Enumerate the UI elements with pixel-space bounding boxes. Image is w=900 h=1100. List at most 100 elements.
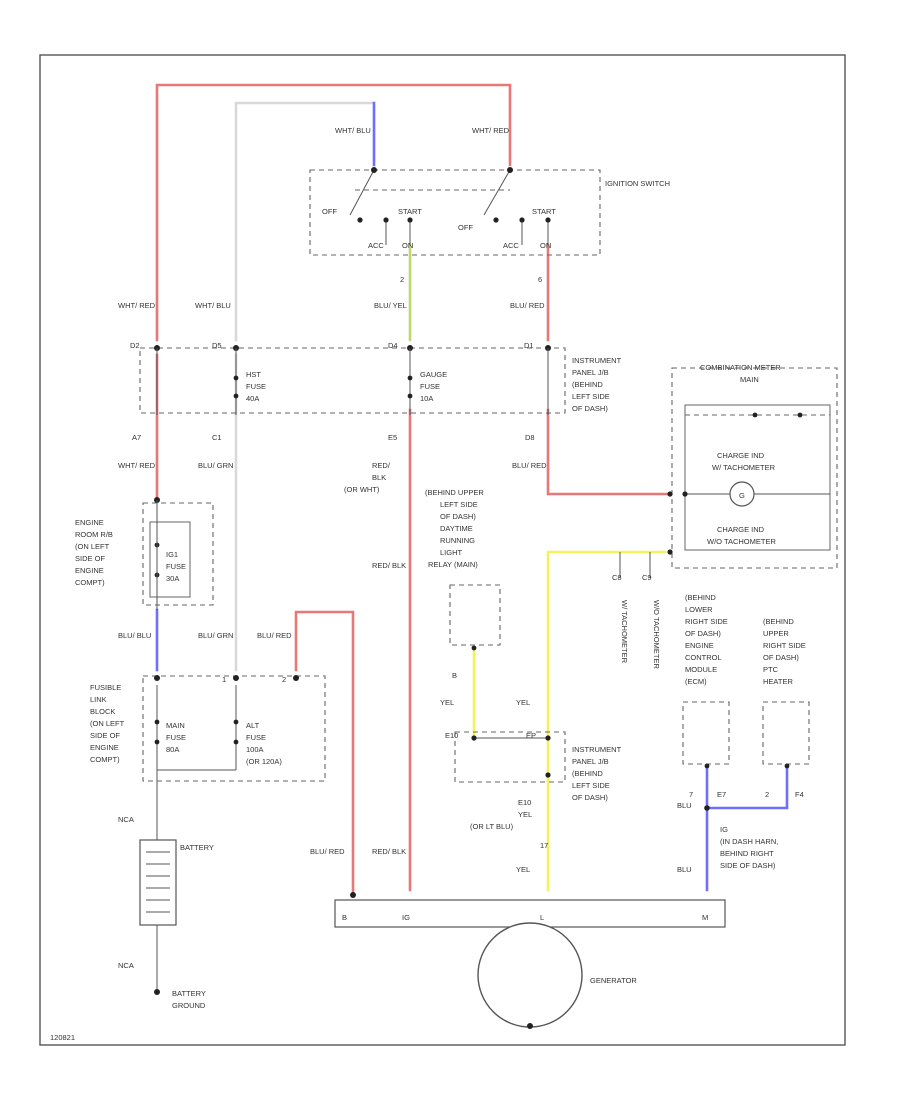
pin-l1: 1 (222, 675, 226, 684)
footer-code: 120821 (50, 1033, 75, 1042)
label-wht-red-2: WHT/ RED (118, 461, 156, 470)
ptc-box (762, 701, 810, 765)
pin-ep: EP (526, 731, 536, 740)
label-yel-lt-blu-2: (OR LT BLU) (470, 822, 514, 831)
ecm-box (682, 701, 730, 765)
ptc-line2: UPPER (763, 629, 789, 638)
pin-c8: C8 (612, 573, 622, 582)
ecm-line4: OF DASH) (685, 629, 721, 638)
switch-on-2: ON (540, 241, 551, 250)
pin-17: 17 (540, 841, 548, 850)
label-blu-yel: BLU/ YEL (374, 301, 407, 310)
battery: NCA BATTERY NCA BATTERY GROUND (118, 815, 214, 1010)
drl-line4: DAYTIME (440, 524, 473, 533)
label-blu-grn: BLU/ GRN (198, 461, 233, 470)
switch-start-2: START (532, 207, 556, 216)
erb-line6: COMPT) (75, 578, 105, 587)
switch-on-1: ON (402, 241, 413, 250)
ignition-switch: WHT/ BLU WHT/ RED IGNITION SWITCH OFF ST… (309, 126, 670, 284)
ecm-line5: ENGINE (685, 641, 714, 650)
ig-fuse-1: IG1 (166, 550, 178, 559)
ig-fuse-2: FUSE (166, 562, 186, 571)
label-blu-2: BLU (677, 865, 692, 874)
flb-line5: SIDE OF (90, 731, 120, 740)
drl-line5: RUNNING (440, 536, 475, 545)
ignition-switch-label: IGNITION SWITCH (605, 179, 670, 188)
ig-fuse-3: 30A (166, 574, 179, 583)
ecm-and-ptc: (BEHIND LOWER RIGHT SIDE OF DASH) ENGINE… (677, 593, 810, 874)
ptc-line5: PTC (763, 665, 779, 674)
label-blu-blu: BLU/ BLU (118, 631, 151, 640)
label-red-blk-mid: RED/ BLK (372, 561, 406, 570)
erb-line1: ENGINE (75, 518, 104, 527)
pin-7: 7 (689, 790, 693, 799)
ecm-line7: MODULE (685, 665, 717, 674)
flb-line3: BLOCK (90, 707, 115, 716)
label-yel-3: YEL (516, 865, 530, 874)
erb-line5: ENGINE (75, 566, 104, 575)
ignition-switch-box (309, 169, 601, 256)
erb-line4: SIDE OF (75, 554, 105, 563)
top-junction-row: WHT/ RED WHT/ BLU BLU/ YEL BLU/ RED D2 D… (118, 301, 622, 415)
conn-d2: D2 (130, 341, 140, 350)
ecm-line6: CONTROL (685, 653, 722, 662)
fusible-link-block: BLU/ BLU BLU/ GRN BLU/ RED 1 2 MAIN FUSE… (90, 631, 326, 782)
diagram-frame (39, 54, 846, 1046)
drl-relay-box (449, 584, 501, 646)
conn-d5: D5 (212, 341, 222, 350)
pin-e10: E10 (445, 731, 458, 740)
erb-line3: (ON LEFT (75, 542, 110, 551)
tach-label-1: W/ TACHOMETER (620, 600, 629, 664)
erb-line2: ROOM R/B (75, 530, 113, 539)
gauge-symbol-label: G (739, 491, 745, 500)
flb-line7: COMPT) (90, 755, 120, 764)
label-blu-red: BLU/ RED (510, 301, 545, 310)
pin-a7: A7 (132, 433, 141, 442)
ecm-line3: RIGHT SIDE (685, 617, 728, 626)
pin-2: 2 (765, 790, 769, 799)
charge-2-line2: W/O TACHOMETER (707, 537, 776, 546)
wire-wht-blu-top (234, 101, 376, 342)
drl-line7: RELAY (MAIN) (428, 560, 478, 569)
instrument-panel-jb-lower: YEL YEL E10 EP INSTRUMENT PANEL J/B (BEH… (440, 698, 622, 874)
conn-d4: D4 (388, 341, 398, 350)
flb-line1: FUSIBLE (90, 683, 121, 692)
main-fuse-3: 80A (166, 745, 179, 754)
label-blu-1: BLU (677, 801, 692, 810)
alt-fuse-3: 100A (246, 745, 264, 754)
ptc-line6: HEATER (763, 677, 793, 686)
wire-blu-ptc (705, 766, 789, 810)
meter-title: COMBINATION METER (700, 363, 781, 372)
label-red-blk-3: (OR WHT) (344, 485, 380, 494)
flb-line6: ENGINE (90, 743, 119, 752)
hst-fuse-1: HST (246, 370, 261, 379)
ecm-line8: (ECM) (685, 677, 707, 686)
gen-pin-m: M (702, 913, 708, 922)
label-nca-1: NCA (118, 815, 134, 824)
label-wht-blu: WHT/ BLU (195, 301, 231, 310)
switch-wire-right-label: WHT/ RED (472, 126, 510, 135)
gen-pin-b: B (342, 913, 347, 922)
alt-fuse-4: (OR 120A) (246, 757, 282, 766)
label-nca-2: NCA (118, 961, 134, 970)
gauge-fuse-2: FUSE (420, 382, 440, 391)
ptc-line1: (BEHIND (763, 617, 794, 626)
wire-wht-red-top (155, 83, 512, 342)
pin-b: B (452, 671, 457, 680)
generator-symbol (477, 922, 583, 1028)
battery-symbol (139, 839, 177, 926)
drl-line6: LIGHT (440, 548, 463, 557)
switch-off-1: OFF (322, 207, 337, 216)
ptc-line3: RIGHT SIDE (763, 641, 806, 650)
meter-sub: MAIN (740, 375, 759, 384)
flb-line4: (ON LEFT (90, 719, 125, 728)
battery-ground-1: BATTERY (172, 989, 206, 998)
label-blu-red-4: BLU/ RED (310, 847, 345, 856)
ipjb2-box (454, 731, 566, 783)
label-yel-2: YEL (516, 698, 530, 707)
dash-harness-4: SIDE OF DASH) (720, 861, 776, 870)
gen-pin-l: L (540, 913, 544, 922)
tach-label-2: W/O TACHOMETER (652, 600, 661, 669)
wire-yel-gen-l (546, 550, 667, 892)
